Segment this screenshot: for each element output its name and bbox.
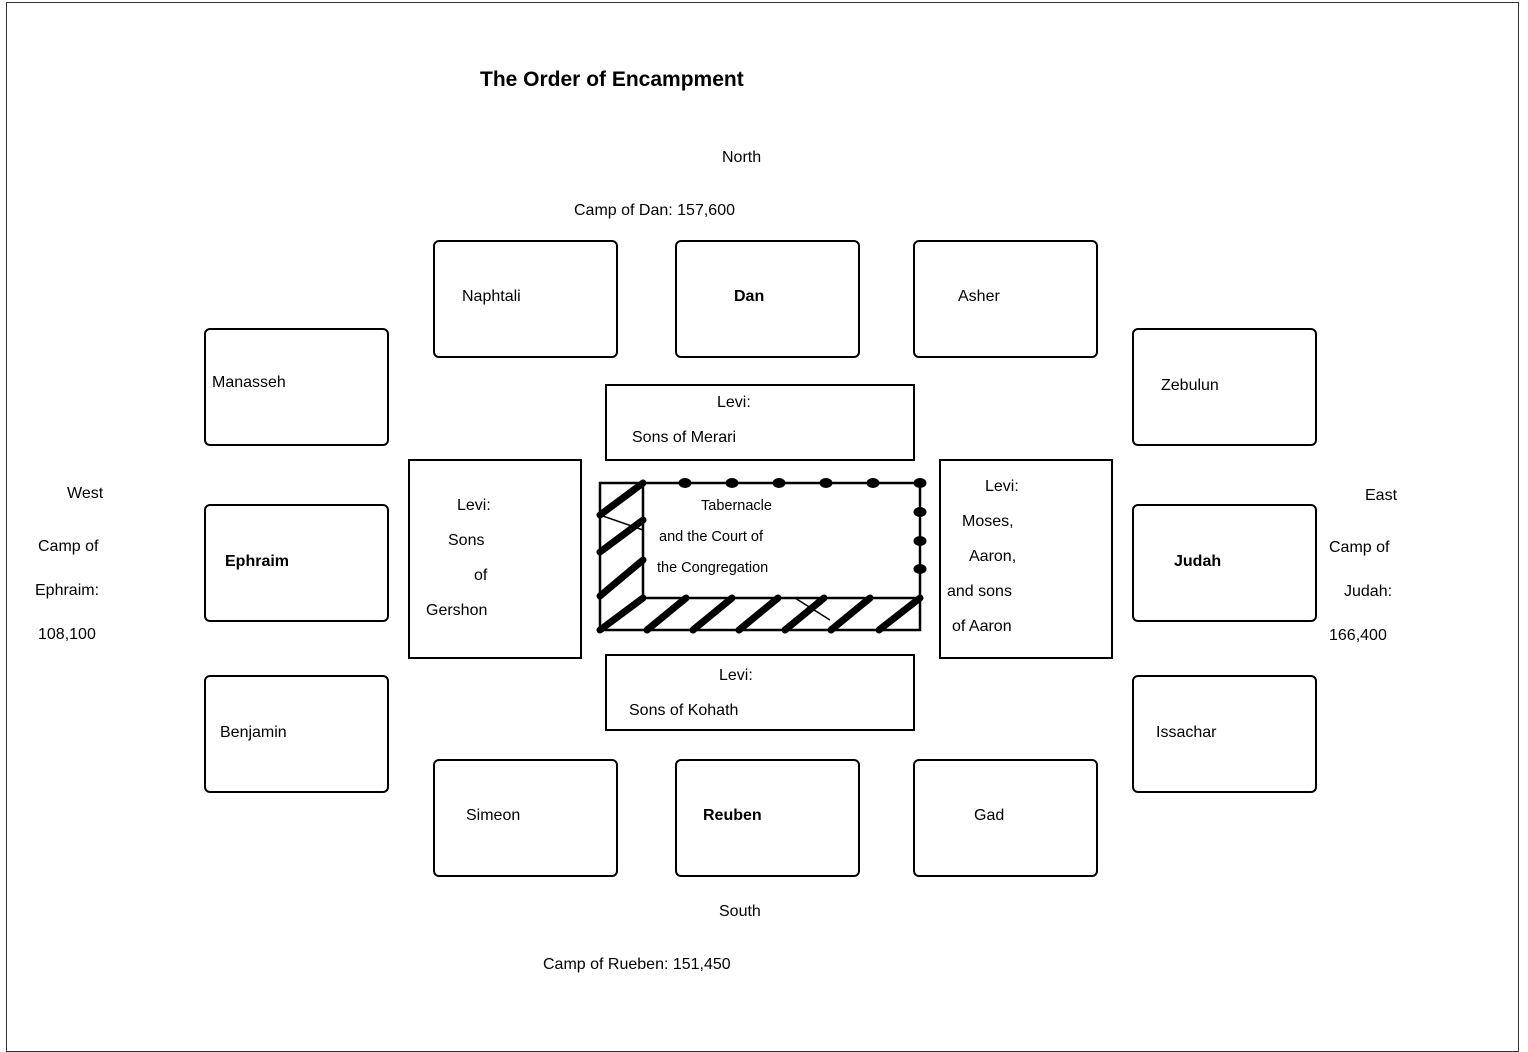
tabernacle-label-line3: the Congregation [657,560,769,576]
tribe-box-ephraim: Ephraim [204,504,389,622]
levi-moses-line5: of Aaron [952,618,1012,635]
tribe-label-naphtali: Naphtali [462,288,521,305]
tribe-box-zebulun: Zebulun [1132,328,1317,446]
levi-gershon-line4: Gershon [426,602,488,619]
camp-of-reuben-label: Camp of Rueben: 151,450 [543,956,731,973]
court-curtain-hatch [596,479,924,634]
levi-moses-line3: Aaron, [969,548,1017,565]
camp-of-judah-line2: Judah: [1344,583,1393,600]
levi-gershon-line3: of [474,567,488,584]
tribe-label-ephraim: Ephraim [225,553,290,570]
direction-north: North [722,149,762,166]
levi-box-merari: Levi: Sons of Merari [605,384,915,461]
tribe-label-asher: Asher [958,288,1000,305]
tribe-box-judah: Judah [1132,504,1317,622]
levi-gershon-line1: Levi: [457,497,491,514]
tribe-box-issachar: Issachar [1132,675,1317,793]
tribe-label-manasseh: Manasseh [212,374,286,391]
tribe-label-zebulun: Zebulun [1161,377,1219,394]
tribe-label-reuben: Reuben [703,807,762,824]
camp-of-judah-line3: 166,400 [1329,627,1387,644]
levi-gershon-line2: Sons [448,532,485,549]
tribe-box-naphtali: Naphtali [433,240,618,358]
court-outline [598,481,922,632]
camp-of-ephraim-line2: Ephraim: [35,582,100,599]
direction-west: West [67,485,104,502]
tribe-box-asher: Asher [913,240,1098,358]
levi-box-gershon: Levi: Sons of Gershon [408,459,582,659]
levi-box-moses-aaron: Levi: Moses, Aaron, and sons of Aaron [939,459,1113,659]
tribe-label-simeon: Simeon [466,807,521,824]
direction-east: East [1365,487,1398,504]
levi-box-kohath: Levi: Sons of Kohath [605,654,915,731]
tribe-box-manasseh: Manasseh [204,328,389,446]
tribe-label-benjamin: Benjamin [220,724,287,741]
levi-merari-line1: Levi: [717,394,751,411]
levi-merari-line2: Sons of Merari [632,429,737,446]
direction-south: South [719,903,761,920]
camp-of-ephraim-line1: Camp of [38,538,99,555]
tribe-label-dan: Dan [734,288,765,305]
tabernacle-court-drawing [596,478,927,634]
tribe-box-simeon: Simeon [433,759,618,877]
levi-kohath-line1: Levi: [719,667,753,684]
tabernacle-label-line1: Tabernacle [701,498,772,514]
camp-of-ephraim-line3: 108,100 [38,626,96,643]
tribe-box-benjamin: Benjamin [204,675,389,793]
levi-moses-line4: and sons [947,583,1012,600]
diagram-title: The Order of Encampment [480,68,744,91]
levi-moses-line1: Levi: [985,478,1019,495]
tabernacle-label-line2: and the Court of [659,529,763,545]
camp-of-dan-label: Camp of Dan: 157,600 [574,202,735,219]
court-post-dots [678,478,927,574]
levi-kohath-line2: Sons of Kohath [629,702,739,719]
levi-moses-line2: Moses, [962,513,1014,530]
tribe-box-dan: Dan [675,240,860,358]
tribe-box-reuben: Reuben [675,759,860,877]
tribe-box-gad: Gad [913,759,1098,877]
tribe-label-gad: Gad [974,807,1005,824]
tribe-label-judah: Judah [1174,553,1222,570]
tribe-label-issachar: Issachar [1156,724,1217,741]
camp-of-judah-line1: Camp of [1329,539,1390,556]
